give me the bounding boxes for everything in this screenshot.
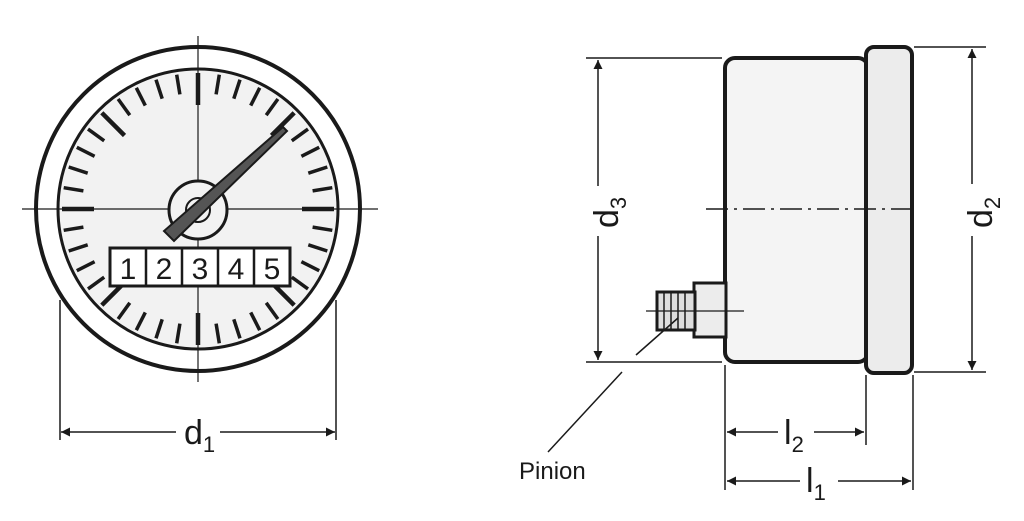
l2-label: l2 (784, 414, 804, 457)
dial-minor-tick (134, 87, 147, 107)
d3-label: d3 (588, 197, 631, 228)
dial-minor-tick (232, 79, 242, 100)
dial-minor-tick (290, 275, 310, 291)
dial-minor-tick (86, 127, 106, 143)
dial-minor-tick (116, 97, 132, 117)
gauge-case-bezel (864, 45, 914, 375)
dial-minor-tick (290, 127, 310, 143)
dial-minor-tick (174, 323, 182, 344)
dial-minor-tick (214, 74, 222, 95)
dial-minor-tick (174, 74, 182, 95)
dial-minor-tick (249, 311, 262, 331)
dial-major-tick (100, 111, 127, 138)
dial-minor-tick (307, 165, 328, 175)
needle-hub-inner (185, 197, 211, 223)
d1-label: d1 (184, 414, 215, 457)
dial-minor-tick (68, 243, 89, 253)
side-view: d3 d2 l2 l1 Pinion (519, 45, 1005, 505)
dial-minor-tick (116, 301, 132, 321)
counter-digit-4: 4 (228, 253, 245, 286)
front-view: 1 2 3 4 5 d1 (22, 36, 378, 457)
counter-digit-2: 2 (156, 253, 173, 286)
dial-minor-tick (264, 301, 280, 321)
gauge-needle (162, 125, 289, 243)
pinion-pointer-line (635, 317, 679, 356)
dial-minor-tick (154, 79, 164, 100)
dial-minor-tick (63, 225, 84, 233)
dial-minor-tick (214, 323, 222, 344)
dial-minor-tick (68, 165, 89, 175)
dial-minor-tick (312, 225, 333, 233)
counter-digit-5: 5 (264, 253, 281, 286)
counter-digit-3: 3 (192, 253, 209, 286)
dial-minor-tick (300, 260, 320, 273)
pinion-leader-line (547, 371, 623, 453)
dial-minor-tick (312, 185, 333, 193)
dial-minor-tick (76, 260, 96, 273)
dial-minor-tick (300, 145, 320, 158)
dial-major-tick (269, 111, 296, 138)
gauge-case-body (723, 56, 870, 364)
dial-minor-tick (249, 87, 262, 107)
pinion-collar (692, 281, 728, 339)
d2-label: d2 (962, 197, 1005, 228)
dial-minor-tick (232, 318, 242, 339)
l1-label: l1 (806, 462, 826, 505)
dial-minor-tick (76, 145, 96, 158)
counter-window: 1 2 3 4 5 (108, 246, 292, 288)
dial-minor-tick (307, 243, 328, 253)
dial-minor-tick (134, 311, 147, 331)
dial-minor-tick (63, 185, 84, 193)
counter-digit-1: 1 (120, 253, 137, 286)
pinion-callout-label: Pinion (519, 458, 586, 485)
dial-minor-tick (86, 275, 106, 291)
dial-minor-tick (154, 318, 164, 339)
dial-minor-tick (264, 97, 280, 117)
